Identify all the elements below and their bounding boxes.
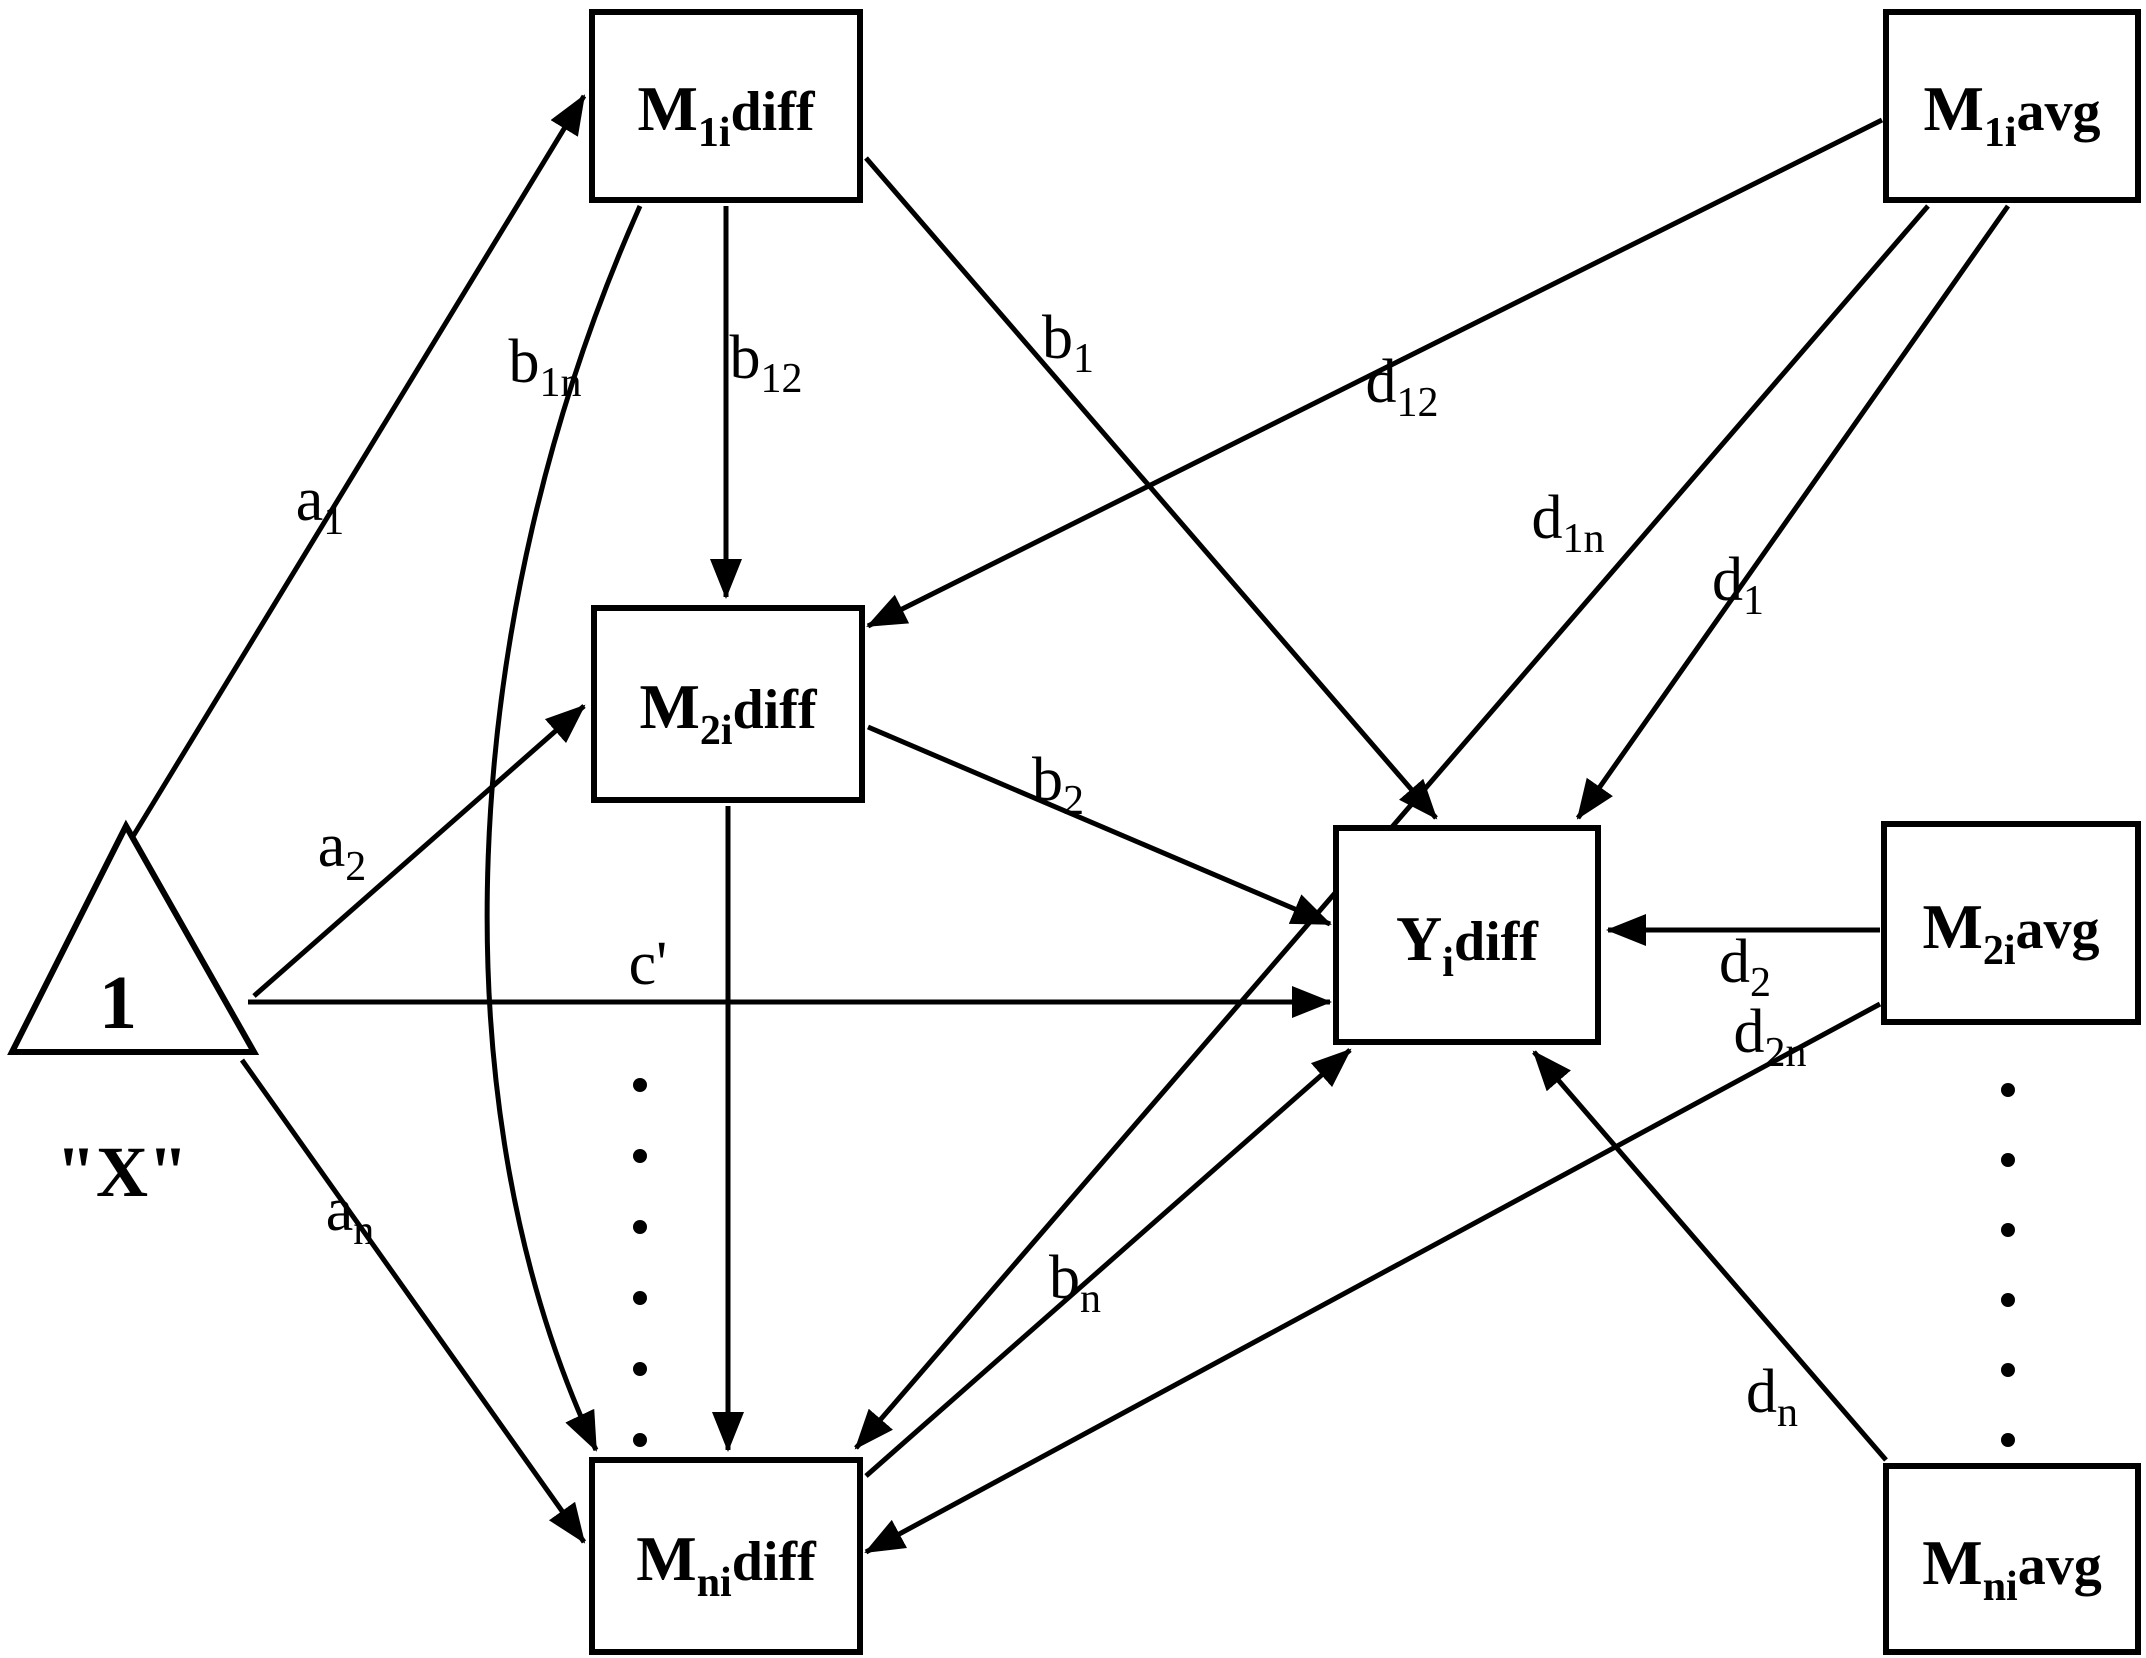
edge-label-b1n: b1n bbox=[509, 328, 582, 406]
edge-label-dn: dn bbox=[1746, 1358, 1798, 1436]
edge-label-b12: b12 bbox=[730, 324, 803, 402]
dot bbox=[2001, 1363, 2015, 1377]
dot bbox=[2001, 1153, 2015, 1167]
dot bbox=[2001, 1293, 2015, 1307]
node-m2diff-label: M2idiff bbox=[639, 671, 817, 754]
node-m1diff-label: M1idiff bbox=[637, 73, 815, 156]
ellipsis-mdiff-column bbox=[633, 1078, 647, 1447]
edge-d12-arrow bbox=[866, 117, 1884, 629]
node-ydiff: Yidiff bbox=[1333, 825, 1601, 1045]
node-mndiff-label: Mnidiff bbox=[636, 1523, 817, 1606]
node-mndiff: Mnidiff bbox=[589, 1457, 863, 1655]
node-m1diff: M1idiff bbox=[589, 9, 863, 203]
node-m1avg-label: M1iavg bbox=[1923, 73, 2100, 156]
node-m2avg: M2iavg bbox=[1881, 821, 2141, 1025]
edge-d2n-arrow bbox=[864, 1001, 1882, 1555]
dot bbox=[2001, 1083, 2015, 1097]
edge-label-an: an bbox=[326, 1176, 375, 1254]
edge-label-bn: bn bbox=[1049, 1244, 1101, 1322]
dot bbox=[2001, 1433, 2015, 1447]
node-mnavg-box bbox=[1883, 1463, 2141, 1655]
edge-label-d12: d12 bbox=[1366, 348, 1439, 426]
dot bbox=[633, 1220, 647, 1234]
edge-label-d2n: d2n bbox=[1734, 998, 1807, 1076]
edge-label-b1: b1 bbox=[1042, 304, 1094, 382]
node-m1avg: M1iavg bbox=[1883, 9, 2141, 203]
dot bbox=[2001, 1223, 2015, 1237]
nodes: 1 "X" M1idiff M1iavg M2idiff Yidiff M2ia… bbox=[7, 9, 2141, 1655]
edge-label-a2: a2 bbox=[318, 812, 367, 890]
edge-an-arrow bbox=[239, 1058, 587, 1544]
node-ydiff-box bbox=[1333, 825, 1601, 1045]
node-mnavg: Mniavg bbox=[1883, 1463, 2141, 1655]
edge-label-d1n: d1n bbox=[1532, 484, 1605, 562]
ellipsis-mavg-column bbox=[2001, 1083, 2015, 1447]
dot bbox=[633, 1291, 647, 1305]
node-mnavg-label: Mniavg bbox=[1922, 1527, 2101, 1610]
edge-a1-arrow bbox=[129, 94, 587, 840]
triangle-shape bbox=[7, 819, 260, 1055]
node-m2avg-label: M2iavg bbox=[1922, 891, 2099, 974]
node-x-triangle: 1 bbox=[7, 819, 260, 1055]
node-m1diff-box bbox=[589, 9, 863, 203]
edge-a2-arrow bbox=[252, 704, 586, 998]
node-x-label: 1 bbox=[99, 961, 137, 1045]
dot bbox=[633, 1362, 647, 1376]
edge-label-d2: d2 bbox=[1719, 928, 1771, 1006]
dot bbox=[633, 1149, 647, 1163]
edge-labels: a1 b1n b12 b1 d12 d1n d1 a2 b2 c' d2 d2n… bbox=[296, 304, 1807, 1436]
edge-bn-arrow bbox=[864, 1048, 1352, 1478]
edge-label-d1: d1 bbox=[1712, 546, 1764, 624]
edge-b1-arrow bbox=[864, 156, 1438, 820]
edge-label-b2: b2 bbox=[1032, 746, 1084, 824]
node-ydiff-label: Yidiff bbox=[1396, 903, 1539, 986]
edge-d1-arrow bbox=[1575, 204, 2011, 820]
edge-dn-arrow bbox=[1532, 1050, 1888, 1462]
node-m2diff: M2idiff bbox=[591, 605, 865, 803]
node-mndiff-box bbox=[589, 1457, 863, 1655]
dot bbox=[633, 1433, 647, 1447]
dot bbox=[633, 1078, 647, 1092]
edges bbox=[129, 94, 2011, 1555]
edge-label-a1: a1 bbox=[296, 466, 345, 544]
node-m2avg-box bbox=[1881, 821, 2141, 1025]
edge-label-c-prime: c' bbox=[629, 930, 668, 998]
node-m1avg-box bbox=[1883, 9, 2141, 203]
node-x-caption: "X" bbox=[56, 1132, 188, 1212]
node-m2diff-box bbox=[591, 605, 865, 803]
edge-b2-arrow bbox=[867, 724, 1332, 927]
edge-b1n-arrow bbox=[484, 204, 643, 1452]
